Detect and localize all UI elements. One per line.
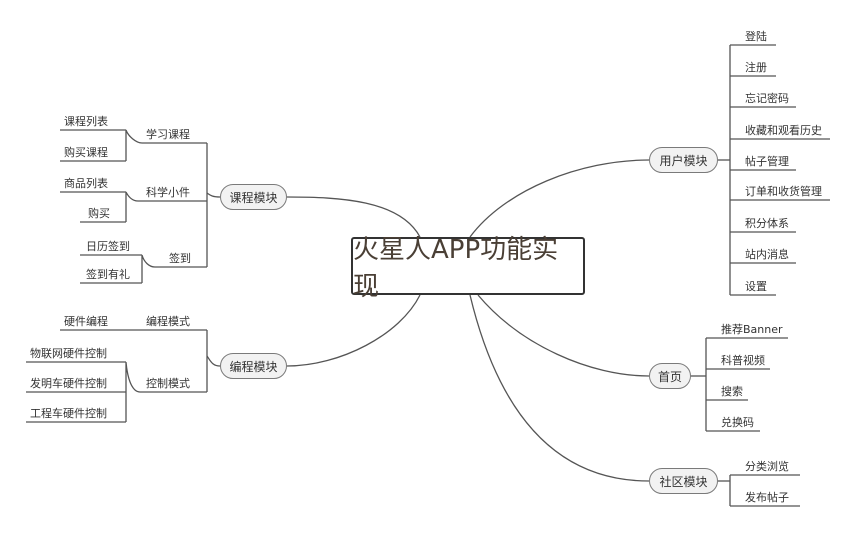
leaf-category-browse[interactable]: 分类浏览 [745, 460, 789, 473]
leaf-buy-course[interactable]: 购买课程 [64, 146, 108, 159]
node-control-mode[interactable]: 控制模式 [146, 377, 190, 390]
leaf-forgot-password[interactable]: 忘记密码 [745, 92, 789, 105]
leaf-science-video[interactable]: 科普视频 [721, 354, 765, 367]
node-kit[interactable]: 科学小件 [146, 186, 190, 199]
leaf-redeem-code[interactable]: 兑换码 [721, 416, 754, 429]
link-root-programming [286, 294, 421, 367]
link-root-user [469, 159, 650, 238]
link-root-community [469, 294, 650, 482]
leaf-calendar-checkin[interactable]: 日历签到 [86, 240, 130, 253]
leaf-recommend-banner[interactable]: 推荐Banner [721, 323, 783, 336]
leaf-settings[interactable]: 设置 [745, 280, 767, 293]
leaf-hardware-programming[interactable]: 硬件编程 [64, 315, 108, 328]
leaf-course-list[interactable]: 课程列表 [64, 115, 108, 128]
link-root-home [477, 294, 650, 377]
branch-community[interactable]: 社区模块 [649, 468, 718, 494]
leaf-buy[interactable]: 购买 [88, 207, 110, 220]
leaf-register[interactable]: 注册 [745, 61, 767, 74]
leaf-goods-list[interactable]: 商品列表 [64, 177, 108, 190]
leaf-login[interactable]: 登陆 [745, 30, 767, 43]
leaf-iot-control[interactable]: 物联网硬件控制 [30, 347, 107, 360]
branch-course[interactable]: 课程模块 [220, 184, 287, 210]
leaf-points-system[interactable]: 积分体系 [745, 217, 789, 230]
leaf-site-messages[interactable]: 站内消息 [745, 248, 789, 261]
leaf-favorites-history[interactable]: 收藏和观看历史 [745, 124, 822, 137]
leaf-engineering-car-control[interactable]: 工程车硬件控制 [30, 407, 107, 420]
root-node[interactable]: 火星人APP功能实现 [351, 235, 585, 302]
leaf-invention-car-control[interactable]: 发明车硬件控制 [30, 377, 107, 390]
link-root-course [286, 196, 421, 238]
leaf-checkin-gift[interactable]: 签到有礼 [86, 268, 130, 281]
leaf-search[interactable]: 搜索 [721, 385, 743, 398]
node-study[interactable]: 学习课程 [146, 128, 190, 141]
node-programming-mode[interactable]: 编程模式 [146, 315, 190, 328]
branch-programming[interactable]: 编程模块 [220, 353, 287, 379]
leaf-publish-post[interactable]: 发布帖子 [745, 491, 789, 504]
leaf-orders-shipping[interactable]: 订单和收货管理 [745, 185, 822, 198]
branch-user[interactable]: 用户模块 [649, 147, 718, 173]
branch-home[interactable]: 首页 [649, 363, 691, 389]
leaf-post-management[interactable]: 帖子管理 [745, 155, 789, 168]
node-checkin[interactable]: 签到 [169, 252, 191, 265]
